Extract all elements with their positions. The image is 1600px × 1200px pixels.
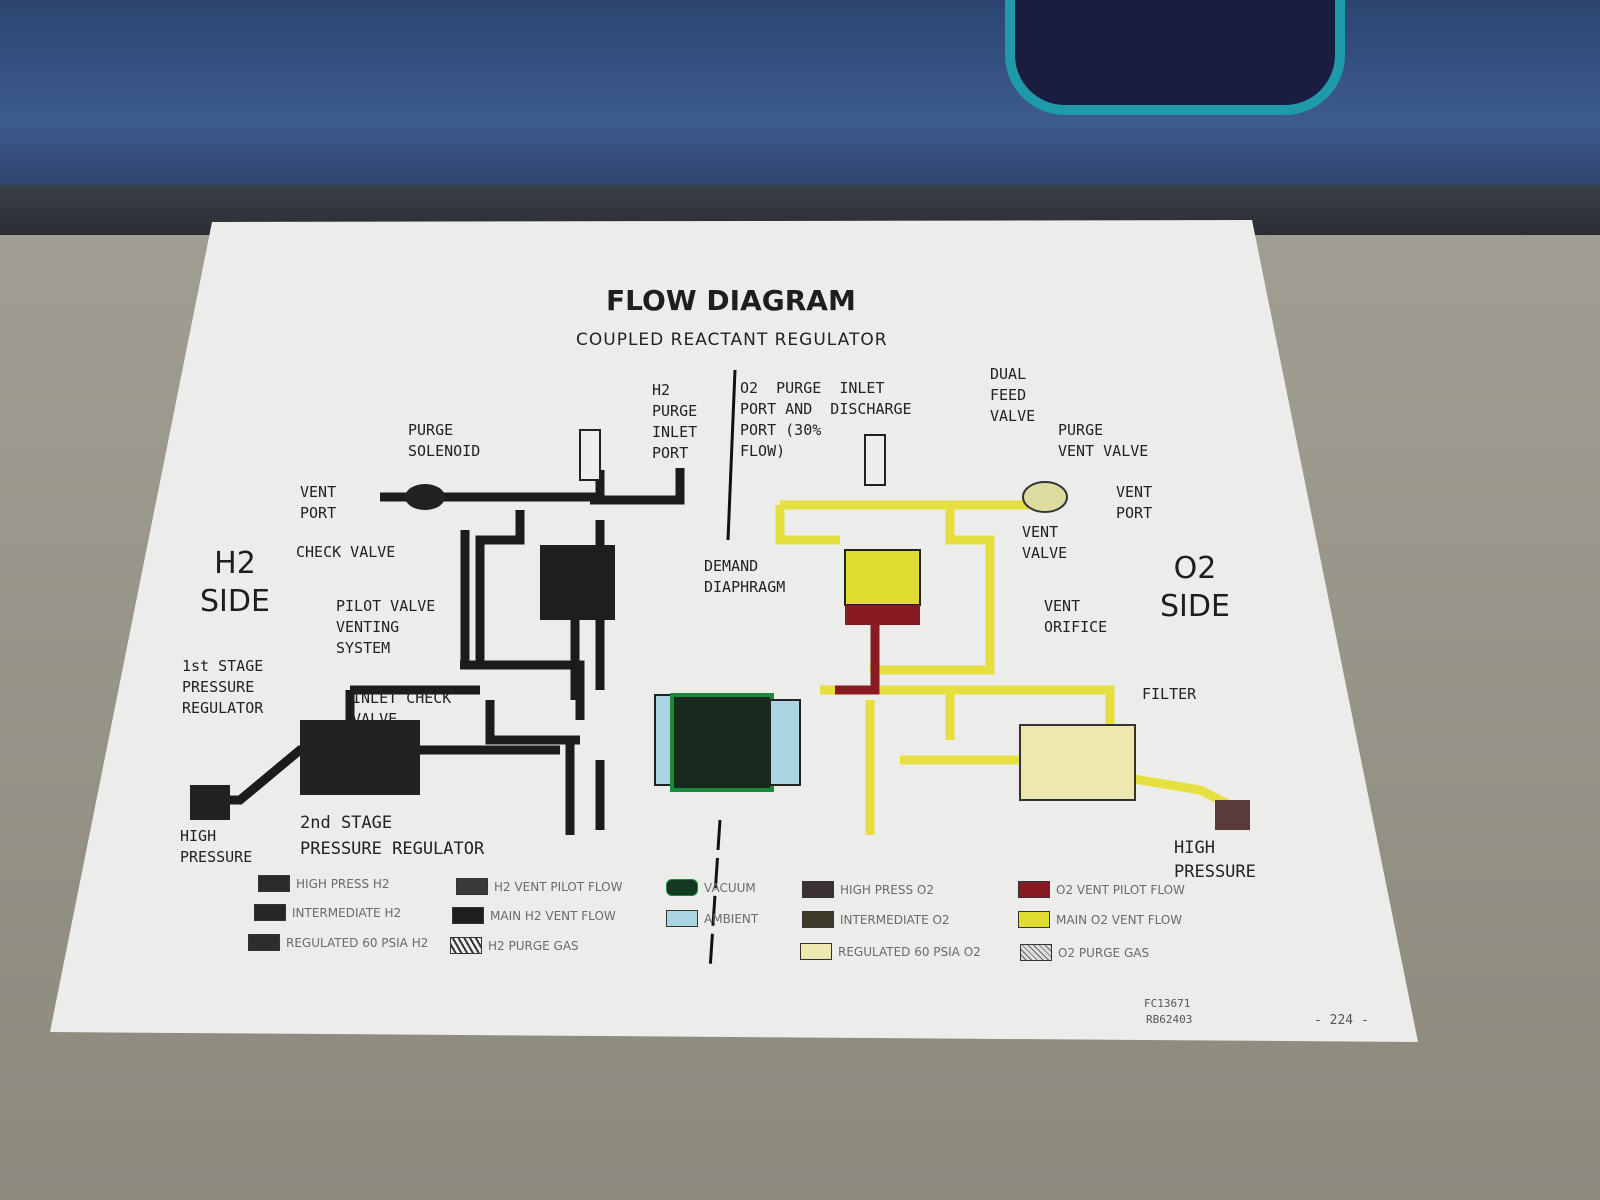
- h2-vent-valve: [540, 545, 615, 620]
- o2-high-pressure-filter: [1215, 800, 1250, 830]
- legend-item: REGULATED 60 PSIA H2: [248, 934, 428, 951]
- legend-label: H2 PURGE GAS: [488, 938, 579, 953]
- legend-swatch: [666, 879, 698, 896]
- vent-port-right-label: VENT PORT: [1116, 483, 1153, 522]
- legend-swatch: [1018, 881, 1050, 898]
- h2-first-stage-regulator: [300, 720, 420, 795]
- legend-item: O2 PURGE GAS: [1020, 944, 1149, 961]
- legend-swatch: [1018, 911, 1050, 928]
- o2-first-stage-regulator: [1019, 724, 1136, 801]
- o2-vent-pilot-flow: [835, 620, 880, 695]
- legend-label: HIGH PRESS O2: [840, 882, 934, 897]
- legend-swatch: [254, 904, 286, 921]
- page-number: - 224 -: [1314, 1013, 1369, 1028]
- legend-item: AMBIENT: [666, 910, 758, 927]
- legend-item: INTERMEDIATE H2: [254, 904, 401, 921]
- legend-swatch: [452, 907, 484, 924]
- h2-lines: [190, 468, 685, 835]
- vent-orifice-label: VENT ORIFICE: [1044, 597, 1108, 636]
- legend-label: HIGH PRESS H2: [296, 876, 390, 891]
- o2-purge-vent-valve: [1022, 481, 1068, 513]
- o2-vent-valve-base: [845, 605, 920, 625]
- legend-swatch: [802, 911, 834, 928]
- legend-item: REGULATED 60 PSIA O2: [800, 943, 981, 960]
- legend-swatch: [666, 910, 698, 927]
- cup: [1005, 0, 1345, 115]
- high-pressure-right-label: HIGH PRESSURE: [1174, 838, 1256, 882]
- vent-port-left-label: VENT PORT: [300, 483, 337, 522]
- purge-solenoid-o2: [864, 434, 886, 486]
- legend-label: H2 VENT PILOT FLOW: [494, 879, 623, 894]
- legend-label: INTERMEDIATE O2: [840, 912, 950, 927]
- h2-side-label: H2 SIDE: [200, 546, 270, 619]
- legend-item: HIGH PRESS H2: [258, 875, 390, 892]
- inlet-check-label: INLET CHECK VALVE: [352, 689, 452, 728]
- vent-valve-label: VENT VALVE: [1022, 523, 1068, 562]
- legend-label: O2 VENT PILOT FLOW: [1056, 882, 1185, 897]
- legend-item: H2 VENT PILOT FLOW: [456, 878, 622, 895]
- purge-vent-valve-label: PURGE VENT VALVE: [1058, 421, 1149, 460]
- legend-swatch: [1020, 944, 1052, 961]
- legend-swatch: [450, 937, 482, 954]
- first-stage-label: 1st STAGE PRESSURE REGULATOR: [182, 657, 264, 717]
- h2-high-pressure-filter: [190, 785, 230, 820]
- dual-feed-valve-label: DUAL FEED VALVE: [990, 365, 1036, 425]
- legend-label: INTERMEDIATE H2: [292, 905, 402, 920]
- diagram-title: FLOW DIAGRAM: [606, 284, 856, 317]
- legend-swatch: [456, 878, 488, 895]
- legend-label: MAIN O2 VENT FLOW: [1056, 912, 1183, 927]
- ambient-right: [769, 699, 801, 786]
- legend-item: MAIN H2 VENT FLOW: [452, 907, 616, 924]
- legend-item: VACUUM: [666, 879, 756, 896]
- legend-label: REGULATED 60 PSIA H2: [286, 935, 429, 950]
- legend-item: MAIN O2 VENT FLOW: [1018, 911, 1182, 928]
- legend-item: H2 PURGE GAS: [450, 937, 579, 954]
- demand-diaphragm-label: DEMAND DIAPHRAGM: [704, 557, 786, 596]
- legend-label: AMBIENT: [704, 911, 759, 926]
- legend-swatch: [800, 943, 832, 960]
- legend-label: REGULATED 60 PSIA O2: [838, 944, 981, 959]
- demand-diaphragm-vacuum: [670, 693, 774, 792]
- filter-label: FILTER: [1142, 685, 1197, 703]
- legend-swatch: [802, 881, 834, 898]
- legend-label: VACUUM: [704, 880, 756, 895]
- check-valve-label: CHECK VALVE: [296, 543, 396, 561]
- legend-item: O2 VENT PILOT FLOW: [1018, 881, 1185, 898]
- purge-solenoid-label: PURGE SOLENOID: [408, 421, 481, 460]
- o2-vent-valve: [844, 549, 921, 606]
- o2-side-label: O2 SIDE: [1160, 551, 1230, 624]
- footer-code-2: RB62403: [1146, 1013, 1193, 1026]
- o2-purge-inlet-label: O2 PURGE INLET PORT AND DISCHARGE PORT (…: [740, 379, 912, 460]
- legend-item: INTERMEDIATE O2: [802, 911, 950, 928]
- high-pressure-left-label: HIGH PRESSURE: [180, 827, 253, 866]
- diagram-subtitle: COUPLED REACTANT REGULATOR: [576, 330, 888, 350]
- legend-label: O2 PURGE GAS: [1058, 945, 1150, 960]
- legend-swatch: [248, 934, 280, 951]
- pilot-valve-label: PILOT VALVE VENTING SYSTEM: [336, 597, 436, 657]
- h2-purge-inlet-label: H2 PURGE INLET PORT: [652, 381, 698, 462]
- h2-check-valve: [405, 484, 445, 510]
- center-divider-lower: [708, 819, 722, 971]
- legend-swatch: [258, 875, 290, 892]
- purge-solenoid-h2: [579, 429, 601, 481]
- second-stage-label: 2nd STAGE PRESSURE REGULATOR: [300, 813, 485, 859]
- legend-label: MAIN H2 VENT FLOW: [490, 908, 616, 923]
- center-divider: [726, 369, 737, 541]
- footer-code-1: FC13671: [1144, 997, 1191, 1010]
- legend-item: HIGH PRESS O2: [802, 881, 934, 898]
